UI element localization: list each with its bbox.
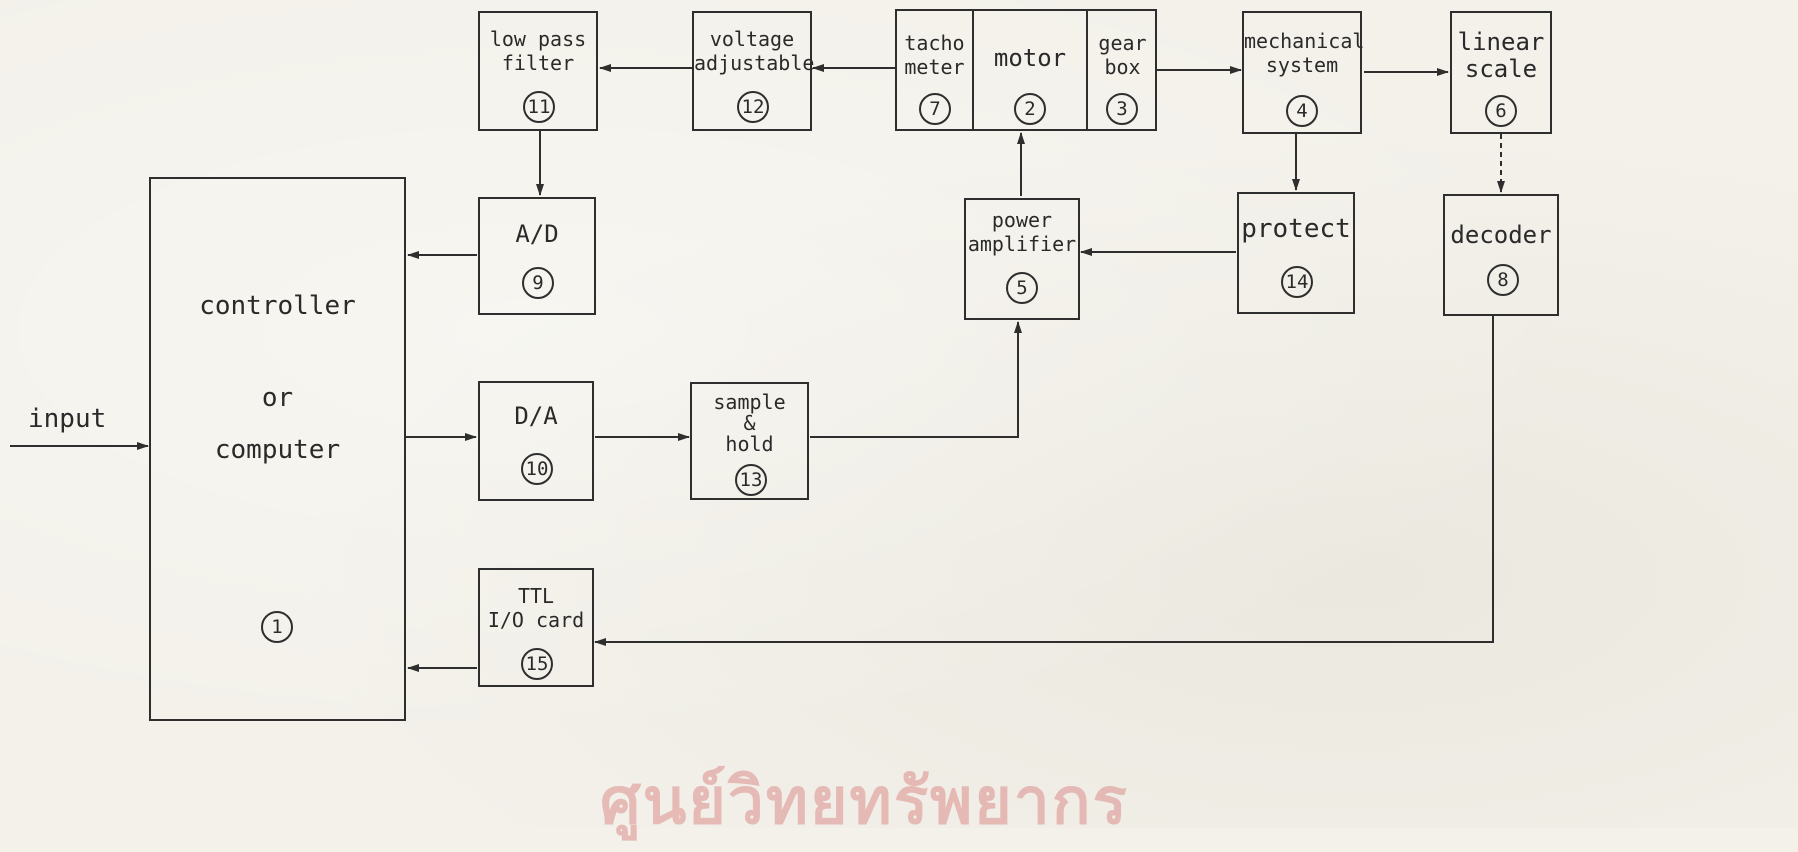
linear-scale-block: linear scale 6 — [1450, 11, 1552, 134]
input-label: input — [28, 404, 107, 434]
controller-label: controller — [199, 291, 356, 321]
decoder-block: decoder 8 — [1443, 194, 1559, 316]
block-number-3: 3 — [1106, 93, 1138, 125]
decoder-label: decoder — [1450, 221, 1552, 249]
controller-block: controller or computer 1 — [149, 177, 406, 721]
block-number-6: 6 — [1485, 95, 1517, 127]
paper-background — [0, 0, 1798, 828]
linear-scale-label: linear scale — [1457, 28, 1545, 83]
mechanical-system-block: mechanical system 4 — [1242, 11, 1365, 134]
block-number-7: 7 — [919, 93, 951, 125]
tachometer-label: tacho meter — [904, 31, 965, 79]
block-number-2: 2 — [1014, 93, 1046, 125]
gearbox-section: gear box 3 — [1088, 11, 1157, 129]
block-number-1: 1 — [261, 611, 293, 643]
arrow-sh-power — [810, 321, 1022, 438]
connection-lines — [10, 64, 1505, 672]
voltage-adjustable-block: voltage adjustable 12 — [692, 11, 815, 131]
ad-converter-label: A/D — [515, 220, 559, 248]
power-amplifier-label: power amplifier — [967, 208, 1077, 256]
lowpass-filter-block: low pass filter 11 — [478, 11, 598, 131]
protect-block: protect 14 — [1237, 192, 1355, 314]
block-number-11: 11 — [523, 91, 555, 123]
ad-converter-block: A/D 9 — [478, 197, 596, 315]
motor-section: motor 2 — [974, 11, 1086, 129]
block-number-4: 4 — [1286, 95, 1318, 127]
divider-motor-gearbox — [1086, 11, 1088, 129]
motor-assembly-block: tacho meter 7 motor 2 gear box 3 — [895, 9, 1157, 131]
gearbox-label: gear box — [1098, 31, 1147, 79]
sample-hold-block: sample & hold 13 — [690, 382, 809, 500]
block-number-15: 15 — [521, 648, 553, 680]
block-number-12: 12 — [737, 91, 769, 123]
tachometer-section: tacho meter 7 — [897, 11, 972, 129]
da-converter-block: D/A 10 — [478, 381, 594, 501]
computer-label: computer — [214, 435, 341, 465]
voltage-adjustable-label: voltage adjustable — [694, 27, 815, 75]
block-number-5: 5 — [1006, 272, 1038, 304]
lowpass-filter-label: low pass filter — [489, 27, 587, 75]
ttl-io-card-block: TTL I/O card 15 — [478, 568, 594, 687]
ttl-io-card-label: TTL I/O card — [487, 584, 585, 632]
block-number-13: 13 — [735, 464, 767, 496]
power-amplifier-block: power amplifier 5 — [964, 198, 1080, 320]
block-number-9: 9 — [522, 267, 554, 299]
da-converter-label: D/A — [514, 402, 558, 430]
sample-hold-label: sample & hold — [713, 390, 786, 456]
block-number-14: 14 — [1281, 266, 1313, 298]
controller-or-label: or — [261, 383, 294, 413]
mechanical-system-label: mechanical system — [1244, 29, 1365, 77]
block-number-10: 10 — [521, 453, 553, 485]
arrow-decoder-ttl — [594, 316, 1494, 646]
watermark-text: ศูนย์วิทยทรัพยากร — [600, 764, 1129, 839]
motor-label: motor — [993, 44, 1067, 72]
divider-tacho-motor — [972, 11, 974, 129]
block-number-8: 8 — [1487, 264, 1519, 296]
protect-label: protect — [1241, 214, 1351, 244]
